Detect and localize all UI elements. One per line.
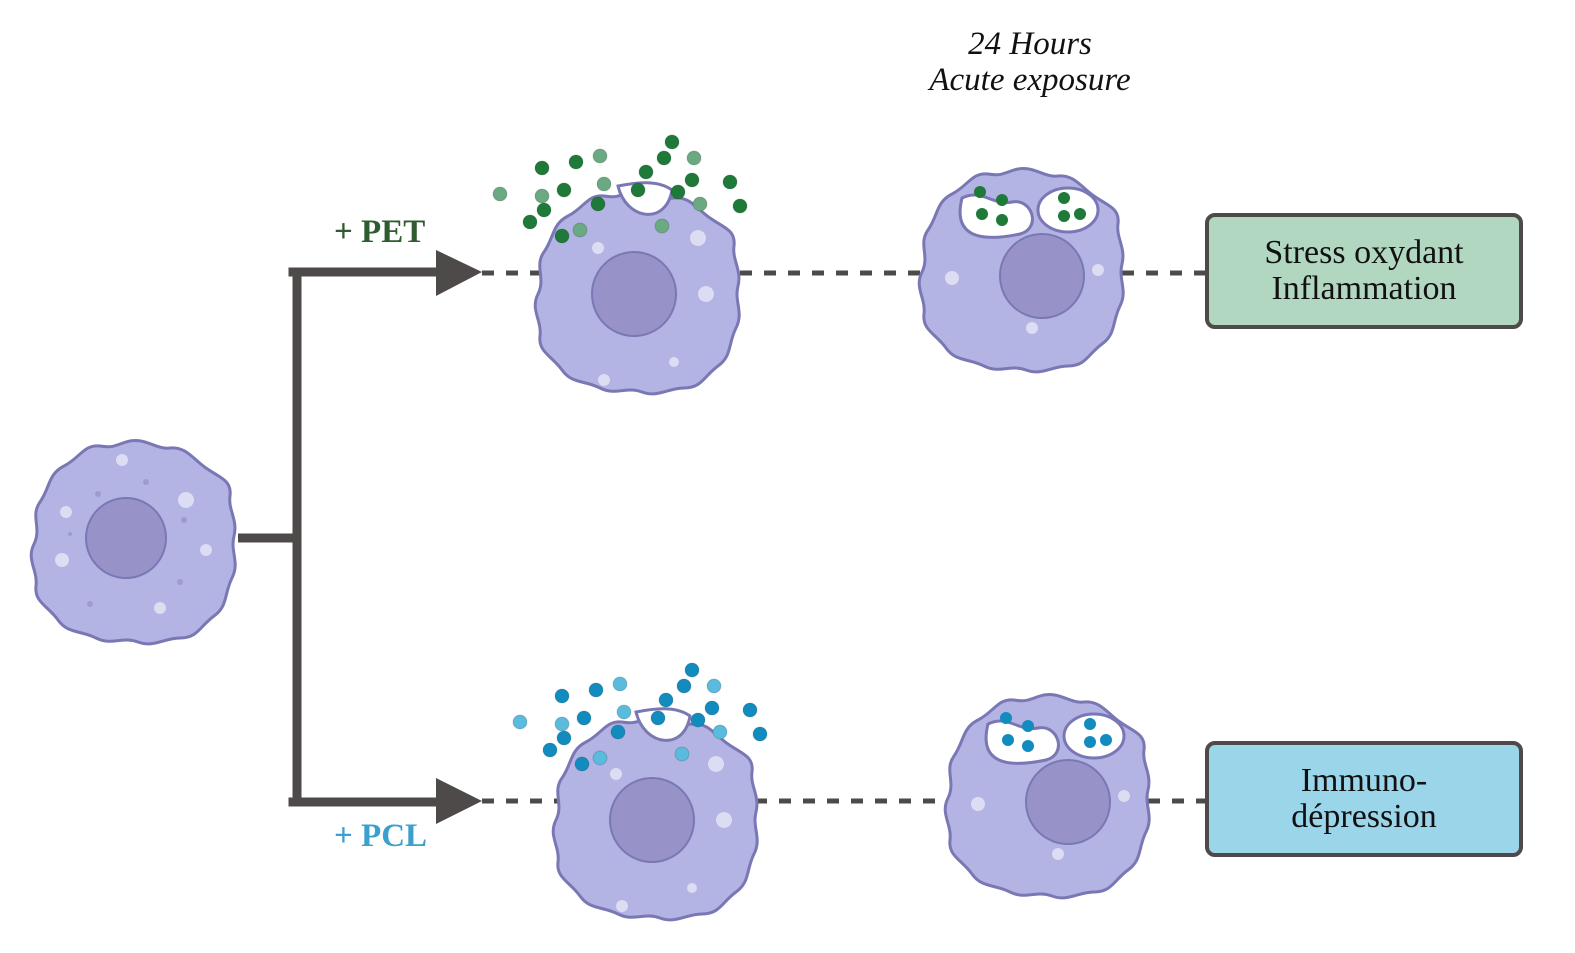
microplastic-particle-icon [732, 198, 748, 214]
microplastic-particle-icon [722, 174, 738, 190]
internalized-particle-icon [1058, 192, 1070, 204]
microplastic-particle-icon [704, 700, 720, 716]
outcome-pet-line2: Inflammation [1271, 270, 1457, 307]
microplastic-particle-icon [534, 188, 550, 204]
internalized-particle-icon [1058, 210, 1070, 222]
outcome-box-pcl: Immuno- dépression [1205, 741, 1523, 857]
microplastic-particle-icon [534, 160, 550, 176]
microplastic-particle-icon [576, 710, 592, 726]
microplastic-particle-icon [686, 150, 702, 166]
microplastic-particle-icon [542, 742, 558, 758]
microplastic-particle-icon [556, 182, 572, 198]
branch-label-pet: + PET [334, 214, 426, 250]
microplastic-particle-icon [492, 186, 508, 202]
microplastic-particle-icon [674, 746, 690, 762]
microplastic-particle-icon [690, 712, 706, 728]
microplastic-particle-icon [630, 182, 646, 198]
microplastic-particle-icon [554, 688, 570, 704]
outcome-pet-line1: Stress oxydant [1264, 234, 1464, 271]
microplastic-particle-icon [638, 164, 654, 180]
branch-connector [238, 267, 445, 807]
internalized-particle-icon [974, 186, 986, 198]
arrowhead-pcl-icon [436, 778, 482, 824]
pet-internalized-macrophage-icon [917, 166, 1125, 374]
microplastic-particle-icon [664, 134, 680, 150]
time-header-line1: 24 Hours [968, 26, 1092, 62]
internalized-particle-icon [1074, 208, 1086, 220]
microplastic-particle-icon [650, 710, 666, 726]
internalized-particle-icon [1084, 718, 1096, 730]
microplastic-particle-icon [742, 702, 758, 718]
microplastic-particle-icon [752, 726, 768, 742]
internalized-particle-icon [996, 214, 1008, 226]
microplastic-particle-icon [522, 214, 538, 230]
outcome-pcl-line2: dépression [1291, 798, 1437, 835]
microplastic-particle-icon [588, 682, 604, 698]
microplastic-particle-icon [684, 662, 700, 678]
pet-engulfing-macrophage-icon [533, 181, 741, 396]
microplastic-particle-icon [654, 218, 670, 234]
microplastic-particle-icon [574, 756, 590, 772]
microplastic-particle-icon [684, 172, 700, 188]
microplastic-particle-icon [706, 678, 722, 694]
internalized-particle-icon [996, 194, 1008, 206]
microplastic-particle-icon [616, 704, 632, 720]
microplastic-particle-icon [612, 676, 628, 692]
microplastic-particle-icon [572, 222, 588, 238]
microplastic-particle-icon [554, 228, 570, 244]
outcome-box-pet: Stress oxydant Inflammation [1205, 213, 1523, 329]
internalized-particle-icon [976, 208, 988, 220]
outcome-pcl-line1: Immuno- [1300, 762, 1428, 799]
microplastic-particle-icon [592, 750, 608, 766]
internalized-particle-icon [1022, 720, 1034, 732]
internalized-particle-icon [1000, 712, 1012, 724]
microplastic-particle-icon [658, 692, 674, 708]
microplastic-particle-icon [670, 184, 686, 200]
internalized-particle-icon [1002, 734, 1014, 746]
microplastic-particle-icon [554, 716, 570, 732]
arrowhead-pet-icon [436, 250, 482, 296]
branch-label-pcl: + PCL [334, 818, 428, 854]
pet-particles [492, 134, 1086, 244]
microplastic-particle-icon [512, 714, 528, 730]
microplastic-particle-icon [568, 154, 584, 170]
microplastic-particle-icon [692, 196, 708, 212]
internalized-particle-icon [1100, 734, 1112, 746]
time-header: 24 Hours Acute exposure [880, 26, 1180, 98]
microplastic-particle-icon [610, 724, 626, 740]
pcl-engulfing-macrophage-icon [551, 707, 759, 922]
resting-macrophage-icon [29, 438, 237, 646]
internalized-particle-icon [1022, 740, 1034, 752]
microplastic-particle-icon [592, 148, 608, 164]
microplastic-particle-icon [712, 724, 728, 740]
pcl-internalized-macrophage-icon [943, 692, 1151, 900]
microplastic-particle-icon [676, 678, 692, 694]
microplastic-particle-icon [596, 176, 612, 192]
microplastic-particle-icon [590, 196, 606, 212]
pcl-particles [512, 662, 1112, 772]
microplastic-particle-icon [536, 202, 552, 218]
internalized-particle-icon [1084, 736, 1096, 748]
microplastic-particle-icon [656, 150, 672, 166]
microplastic-particle-icon [556, 730, 572, 746]
fork-line [288, 267, 445, 807]
time-header-line2: Acute exposure [929, 62, 1131, 98]
